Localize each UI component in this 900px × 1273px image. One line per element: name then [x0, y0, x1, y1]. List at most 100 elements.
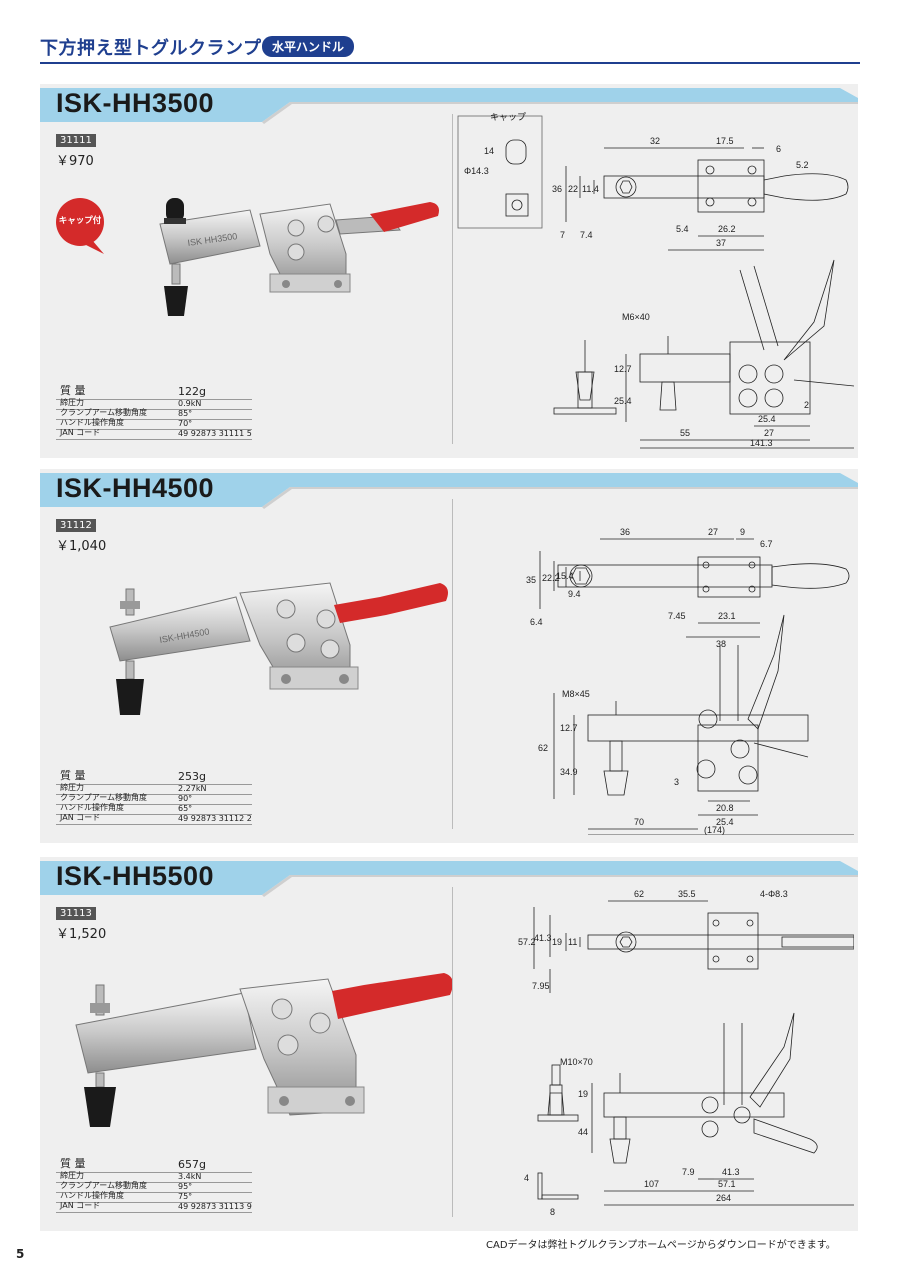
spec-row-weight: 質 量 122g — [56, 384, 252, 400]
spec-row-handle-angle: ハンドル操作角度 75° — [56, 1191, 252, 1203]
dim-top-10: 7.45 — [668, 611, 686, 621]
cap-included-badge: キャップ付 — [54, 196, 106, 254]
product-photo-hh3500: ISK HH3500 — [159, 198, 439, 316]
dim-cap-height: 14 — [484, 146, 494, 156]
product-section-hh4500: ISK-HH4500 31112 ￥1,040 ISK-HH4500 質 量 2… — [40, 469, 858, 843]
dim-side-7: 141.3 — [750, 438, 773, 448]
spec-row-handle-angle: ハンドル操作角度 65° — [56, 803, 252, 815]
dim-side-6: 55 — [680, 428, 690, 438]
spec-table: 質 量 253g 締圧力 2.27kN クランプアーム移動角度 90° ハンドル… — [56, 769, 252, 825]
product-code: 31111 — [56, 134, 96, 147]
model-band: ISK-HH3500 — [40, 84, 858, 126]
model-band-shape — [40, 473, 858, 509]
dim-top-5: 41.3 — [534, 933, 552, 943]
dim-side-4: 25.4 — [758, 414, 776, 424]
spec-table: 質 量 122g 締圧力 0.9kN クランプアーム移動角度 85° ハンドル操… — [56, 384, 252, 440]
column-divider — [452, 499, 453, 829]
spec-row-handle-angle: ハンドル操作角度 70° — [56, 418, 252, 430]
page-title: 下方押え型トグルクランプ — [40, 38, 262, 59]
product-section-hh3500: ISK-HH3500 31111 ￥970 キャップ付 ISK HH3500 — [40, 84, 858, 458]
dim-side-8: (174) — [704, 825, 725, 835]
dim-side-8: 57.1 — [718, 1179, 736, 1189]
dim-top-8: 9.4 — [568, 589, 581, 599]
dim-top-6: 22 — [568, 184, 578, 194]
dim-top-7: 15.4 — [556, 571, 574, 581]
technical-drawing-hh3500: キャップ 14 Φ14.3 32 17.5 6 5.2 36 22 11.4 7… — [457, 112, 854, 449]
spec-row-force: 締圧力 2.27kN — [56, 783, 252, 795]
cap-badge-label: キャップ付 — [58, 216, 102, 226]
model-band: ISK-HH4500 — [40, 469, 858, 511]
dim-side-1: 62 — [538, 743, 548, 753]
dim-side-3: 34.9 — [560, 767, 578, 777]
spec-row-jan: JAN コード 49 92873 31113 9 — [56, 1201, 252, 1213]
dim-top-1: 36 — [620, 527, 630, 537]
dim-side-2: 12.7 — [560, 723, 578, 733]
bolt-spec: M10×70 — [560, 1057, 593, 1067]
dim-top-4: 6.7 — [760, 539, 773, 549]
dim-side-5: 27 — [764, 428, 774, 438]
dim-top-3: 4-Φ8.3 — [760, 889, 788, 899]
spec-row-jan: JAN コード 49 92873 31111 5 — [56, 428, 252, 440]
header-divider — [40, 62, 860, 64]
dim-side-7: 70 — [634, 817, 644, 827]
technical-drawing-hh4500: 36 27 9 6.7 35 22.2 15.4 9.4 6.4 7.45 23… — [526, 527, 854, 835]
dim-top-1: 62 — [634, 889, 644, 899]
dim-top-6: 22.2 — [542, 573, 560, 583]
dim-cap-diameter: Φ14.3 — [464, 166, 489, 176]
dim-top-8: 7 — [560, 230, 565, 240]
bolt-spec: M6×40 — [622, 312, 650, 322]
dim-top-5: 35 — [526, 575, 536, 585]
dim-side-2: 44 — [578, 1127, 588, 1137]
column-divider — [452, 887, 453, 1217]
product-section-hh5500: ISK-HH5500 31113 ￥1,520 質 量 657g 締圧力 3.4… — [40, 857, 858, 1231]
dim-top-11: 23.1 — [718, 611, 736, 621]
page-number: 5 — [16, 1247, 25, 1261]
product-code: 31113 — [56, 907, 96, 920]
product-price: ￥970 — [56, 154, 94, 169]
bolt-spec: M8×45 — [562, 689, 590, 699]
category-badge: 水平ハンドル — [262, 36, 355, 57]
dim-side-5: 7.9 — [682, 1167, 695, 1177]
dim-top-9: 6.4 — [530, 617, 543, 627]
product-photo-hh5500 — [75, 973, 453, 1127]
dim-top-9: 7.4 — [580, 230, 593, 240]
model-name: ISK-HH5500 — [56, 861, 215, 891]
model-name: ISK-HH3500 — [56, 88, 215, 118]
product-photo-hh4500: ISK-HH4500 — [109, 582, 448, 715]
dim-top-3: 6 — [776, 144, 781, 154]
dim-top-1: 32 — [650, 136, 660, 146]
cap-label: キャップ — [490, 112, 526, 122]
spec-row-arm-angle: クランプアーム移動角度 90° — [56, 793, 252, 805]
dim-top-5: 36 — [552, 184, 562, 194]
product-price: ￥1,040 — [56, 539, 107, 554]
dim-side-4: 8 — [550, 1207, 555, 1217]
dim-side-9: 264 — [716, 1193, 731, 1203]
dim-top-2: 17.5 — [716, 136, 734, 146]
spec-row-weight: 質 量 657g — [56, 1157, 252, 1173]
dim-side-3: 4 — [524, 1173, 529, 1183]
dim-top-8: 7.95 — [532, 981, 550, 991]
dim-top-4: 57.2 — [518, 937, 536, 947]
product-code: 31112 — [56, 519, 96, 532]
dim-top-10: 5.4 — [676, 224, 689, 234]
dim-top-12: 37 — [716, 238, 726, 248]
dim-side-2: 25.4 — [614, 396, 632, 406]
dim-top-7: 11 — [568, 937, 577, 947]
dim-top-2: 27 — [708, 527, 718, 537]
page-header: 下方押え型トグルクランプ 水平ハンドル — [40, 34, 860, 64]
dim-top-2: 35.5 — [678, 889, 696, 899]
dim-top-7: 11.4 — [582, 184, 599, 194]
model-band-shape — [40, 88, 858, 124]
dim-side-1: 12.7 — [614, 364, 632, 374]
dim-side-3: 2 — [804, 400, 809, 410]
speech-bubble-icon — [56, 198, 104, 254]
technical-drawing-hh5500: 62 35.5 4-Φ8.3 57.2 41.3 19 11 7.95 M10×… — [518, 889, 854, 1217]
spec-row-arm-angle: クランプアーム移動角度 95° — [56, 1181, 252, 1193]
dim-side-4: 3 — [674, 777, 679, 787]
dim-top-11: 26.2 — [718, 224, 736, 234]
dim-side-1: 19 — [578, 1089, 588, 1099]
dim-side-7: 107 — [644, 1179, 659, 1189]
model-name: ISK-HH4500 — [56, 473, 215, 503]
spec-row-arm-angle: クランプアーム移動角度 85° — [56, 408, 252, 420]
cad-download-note: CADデータは弊社トグルクランプホームページからダウンロードができます。 — [486, 1240, 836, 1251]
